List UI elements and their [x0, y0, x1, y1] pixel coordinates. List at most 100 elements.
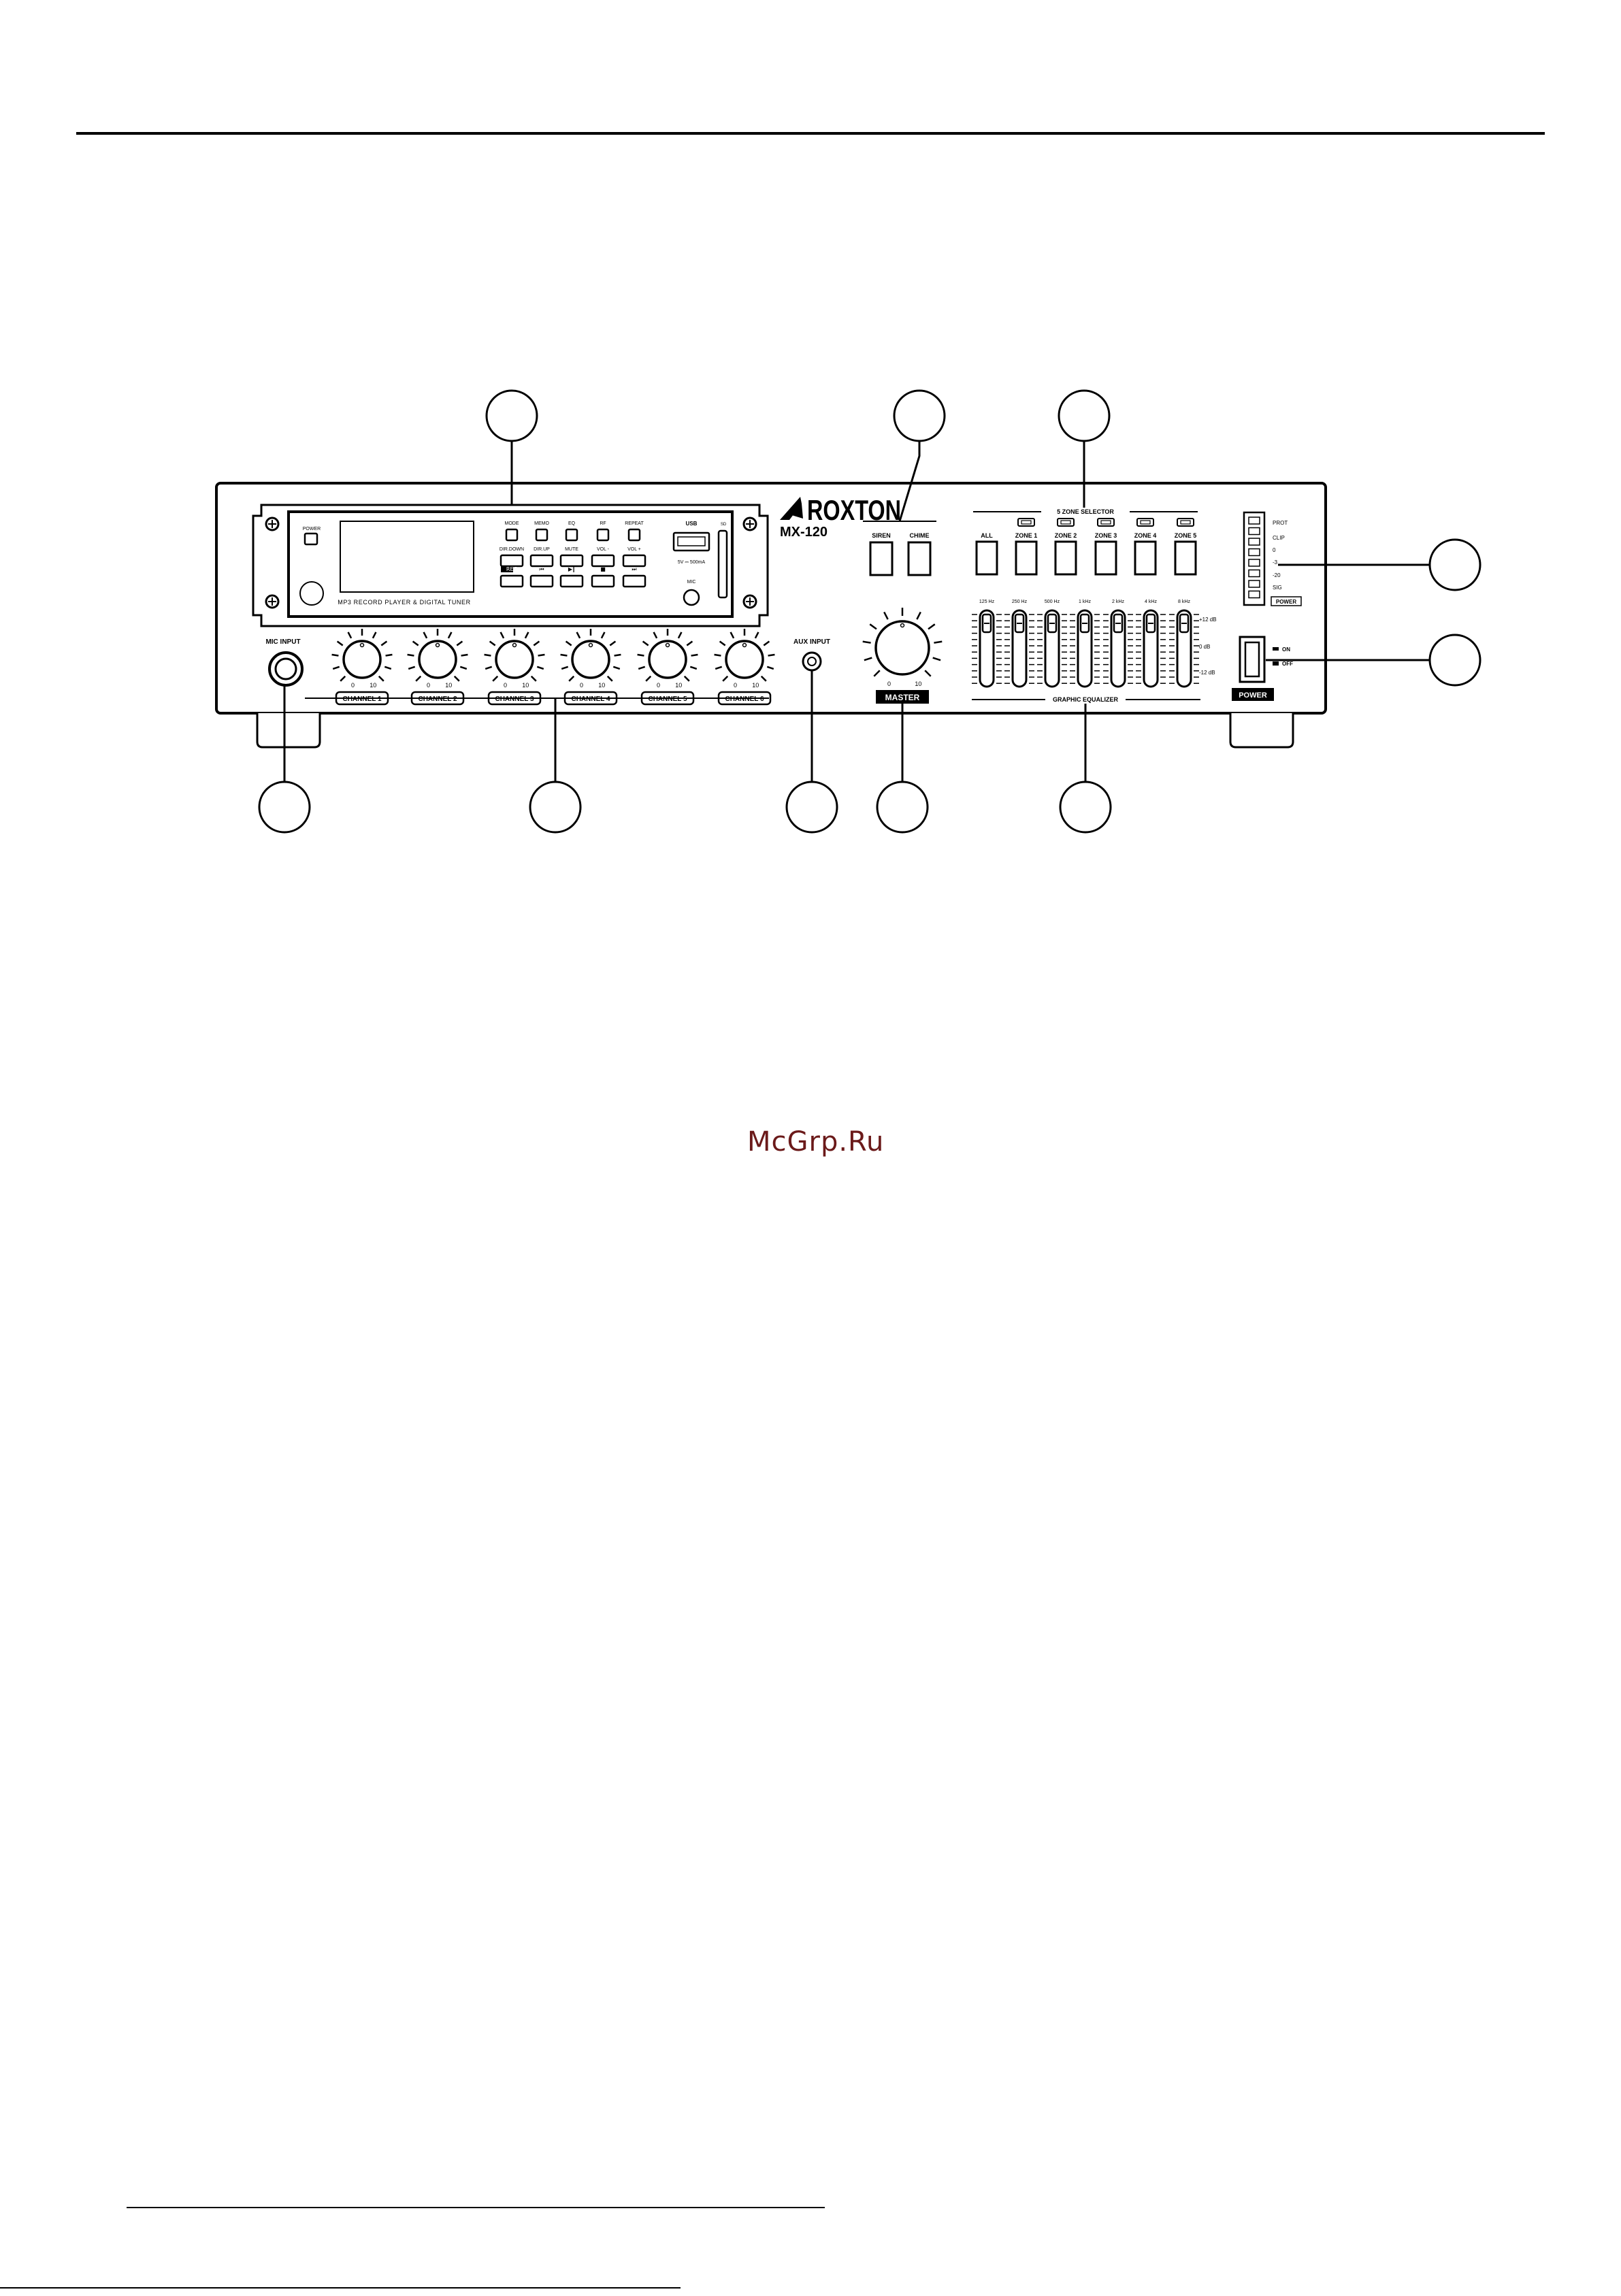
player-button-repeat[interactable] — [627, 528, 641, 542]
screw-icon — [742, 594, 757, 609]
switch-off-mark — [1273, 661, 1279, 666]
zone-button-zone-1[interactable] — [1015, 540, 1038, 576]
player-button-vol[interactable] — [591, 554, 615, 568]
aux-input-jack[interactable] — [802, 651, 822, 672]
eq-band-label: 8 kHz — [1178, 600, 1190, 604]
player-button-mode[interactable] — [505, 528, 519, 542]
power-switch[interactable] — [1239, 636, 1266, 683]
knob-tick — [653, 632, 658, 639]
player-module: POWER MP3 RECORD PLAYER & DIGITAL TUNER … — [252, 504, 769, 627]
knob-tick — [730, 632, 735, 639]
knob-max-label: 10 — [598, 682, 605, 689]
channel-1-label: CHANNEL 1 — [342, 695, 381, 703]
meter-led — [1248, 527, 1260, 536]
switch-label-box — [1232, 688, 1274, 701]
knob-tick — [686, 640, 693, 646]
player-button-label: VOL + — [627, 547, 641, 552]
player-button-mute[interactable] — [559, 554, 584, 568]
knob-tick — [332, 666, 340, 670]
knob-max-label: 10 — [752, 682, 759, 689]
knob-tick — [407, 653, 414, 657]
siren-button[interactable] — [869, 541, 894, 576]
knob-tick — [754, 632, 759, 639]
sd-card-slot[interactable] — [717, 529, 728, 599]
knob-tick — [689, 666, 698, 670]
player-button-label: VOL - — [597, 547, 610, 552]
channel-6-knob[interactable] — [725, 640, 764, 679]
zone-button-zone-3[interactable] — [1094, 540, 1117, 576]
rec-button[interactable] — [500, 574, 524, 588]
stop-button[interactable] — [591, 574, 615, 588]
channel-3-knob[interactable] — [495, 640, 534, 679]
knob-tick — [533, 640, 540, 646]
player-button-label: MODE — [505, 521, 519, 526]
knob-tick — [864, 657, 872, 661]
knob-max-label: 10 — [915, 680, 921, 687]
player-button-vol[interactable] — [622, 554, 646, 568]
player-button-eq[interactable] — [565, 528, 578, 542]
channel-2-knob[interactable] — [418, 640, 457, 679]
screw-icon — [265, 516, 280, 531]
channel-6-label: CHANNEL 6 — [725, 695, 764, 703]
chime-label: CHIME — [910, 532, 930, 539]
channel-5-knob[interactable] — [648, 640, 687, 679]
switch-off-label: OFF — [1282, 661, 1293, 667]
player-button-rf[interactable] — [596, 528, 610, 542]
knob-tick — [530, 675, 537, 682]
channel-4-knob[interactable] — [571, 640, 610, 679]
player-power-label: POWER — [303, 527, 321, 531]
player-button-dir-up[interactable] — [529, 554, 554, 568]
next-button[interactable] — [622, 574, 646, 588]
watermark: McGrp.Ru — [747, 1126, 885, 1158]
callout-mic-input — [258, 686, 311, 834]
channel-3-label: CHANNEL 3 — [495, 695, 534, 703]
meter-label-sig: SIG — [1273, 585, 1282, 591]
zone-button-all[interactable] — [975, 540, 998, 576]
knob-tick — [561, 666, 569, 670]
master-knob[interactable] — [874, 620, 930, 676]
knob-max-label: 10 — [522, 682, 529, 689]
knob-tick — [408, 666, 416, 670]
knob-tick — [453, 675, 460, 682]
master-label: MASTER — [885, 693, 920, 702]
knob-tick — [719, 640, 726, 646]
eq-scale-label: 0 dB — [1199, 644, 1210, 650]
knob-max-label: 10 — [445, 682, 452, 689]
knob-pointer — [742, 642, 747, 648]
knob-tick — [642, 640, 649, 646]
chime-button[interactable] — [907, 541, 932, 576]
player-button-label: RF — [600, 521, 606, 526]
meter-led — [1248, 548, 1260, 557]
meter-label-prot: PROT — [1273, 520, 1288, 526]
channel-1-knob[interactable] — [342, 640, 382, 679]
knob-tick — [372, 632, 377, 639]
previous-button[interactable] — [529, 574, 554, 588]
player-button-label: ■ — [600, 566, 606, 572]
knob-tick — [492, 675, 499, 682]
ir-sensor — [299, 581, 324, 606]
mic-input-jack[interactable] — [268, 651, 304, 687]
play-pause-button[interactable] — [559, 574, 584, 588]
zone-button-zone-5[interactable] — [1174, 540, 1197, 576]
player-power-button[interactable] — [304, 532, 318, 546]
player-button-dir-down[interactable] — [500, 554, 524, 568]
knob-tick — [873, 670, 881, 677]
zone-button-zone-4[interactable] — [1134, 540, 1157, 576]
mic-jack[interactable] — [683, 589, 700, 606]
usb-port-inner — [677, 536, 706, 546]
meter-led — [1248, 569, 1260, 578]
knob-tick — [600, 632, 606, 639]
player-button-memo[interactable] — [535, 528, 548, 542]
zone-button-zone-2[interactable] — [1054, 540, 1077, 576]
meter-led — [1248, 516, 1260, 525]
callout-master — [876, 704, 929, 834]
zone-led-inner — [1060, 520, 1071, 525]
knob-tick — [928, 623, 936, 630]
knob-min-label: 0 — [657, 682, 660, 689]
meter-label-0: 0 — [1273, 547, 1276, 553]
